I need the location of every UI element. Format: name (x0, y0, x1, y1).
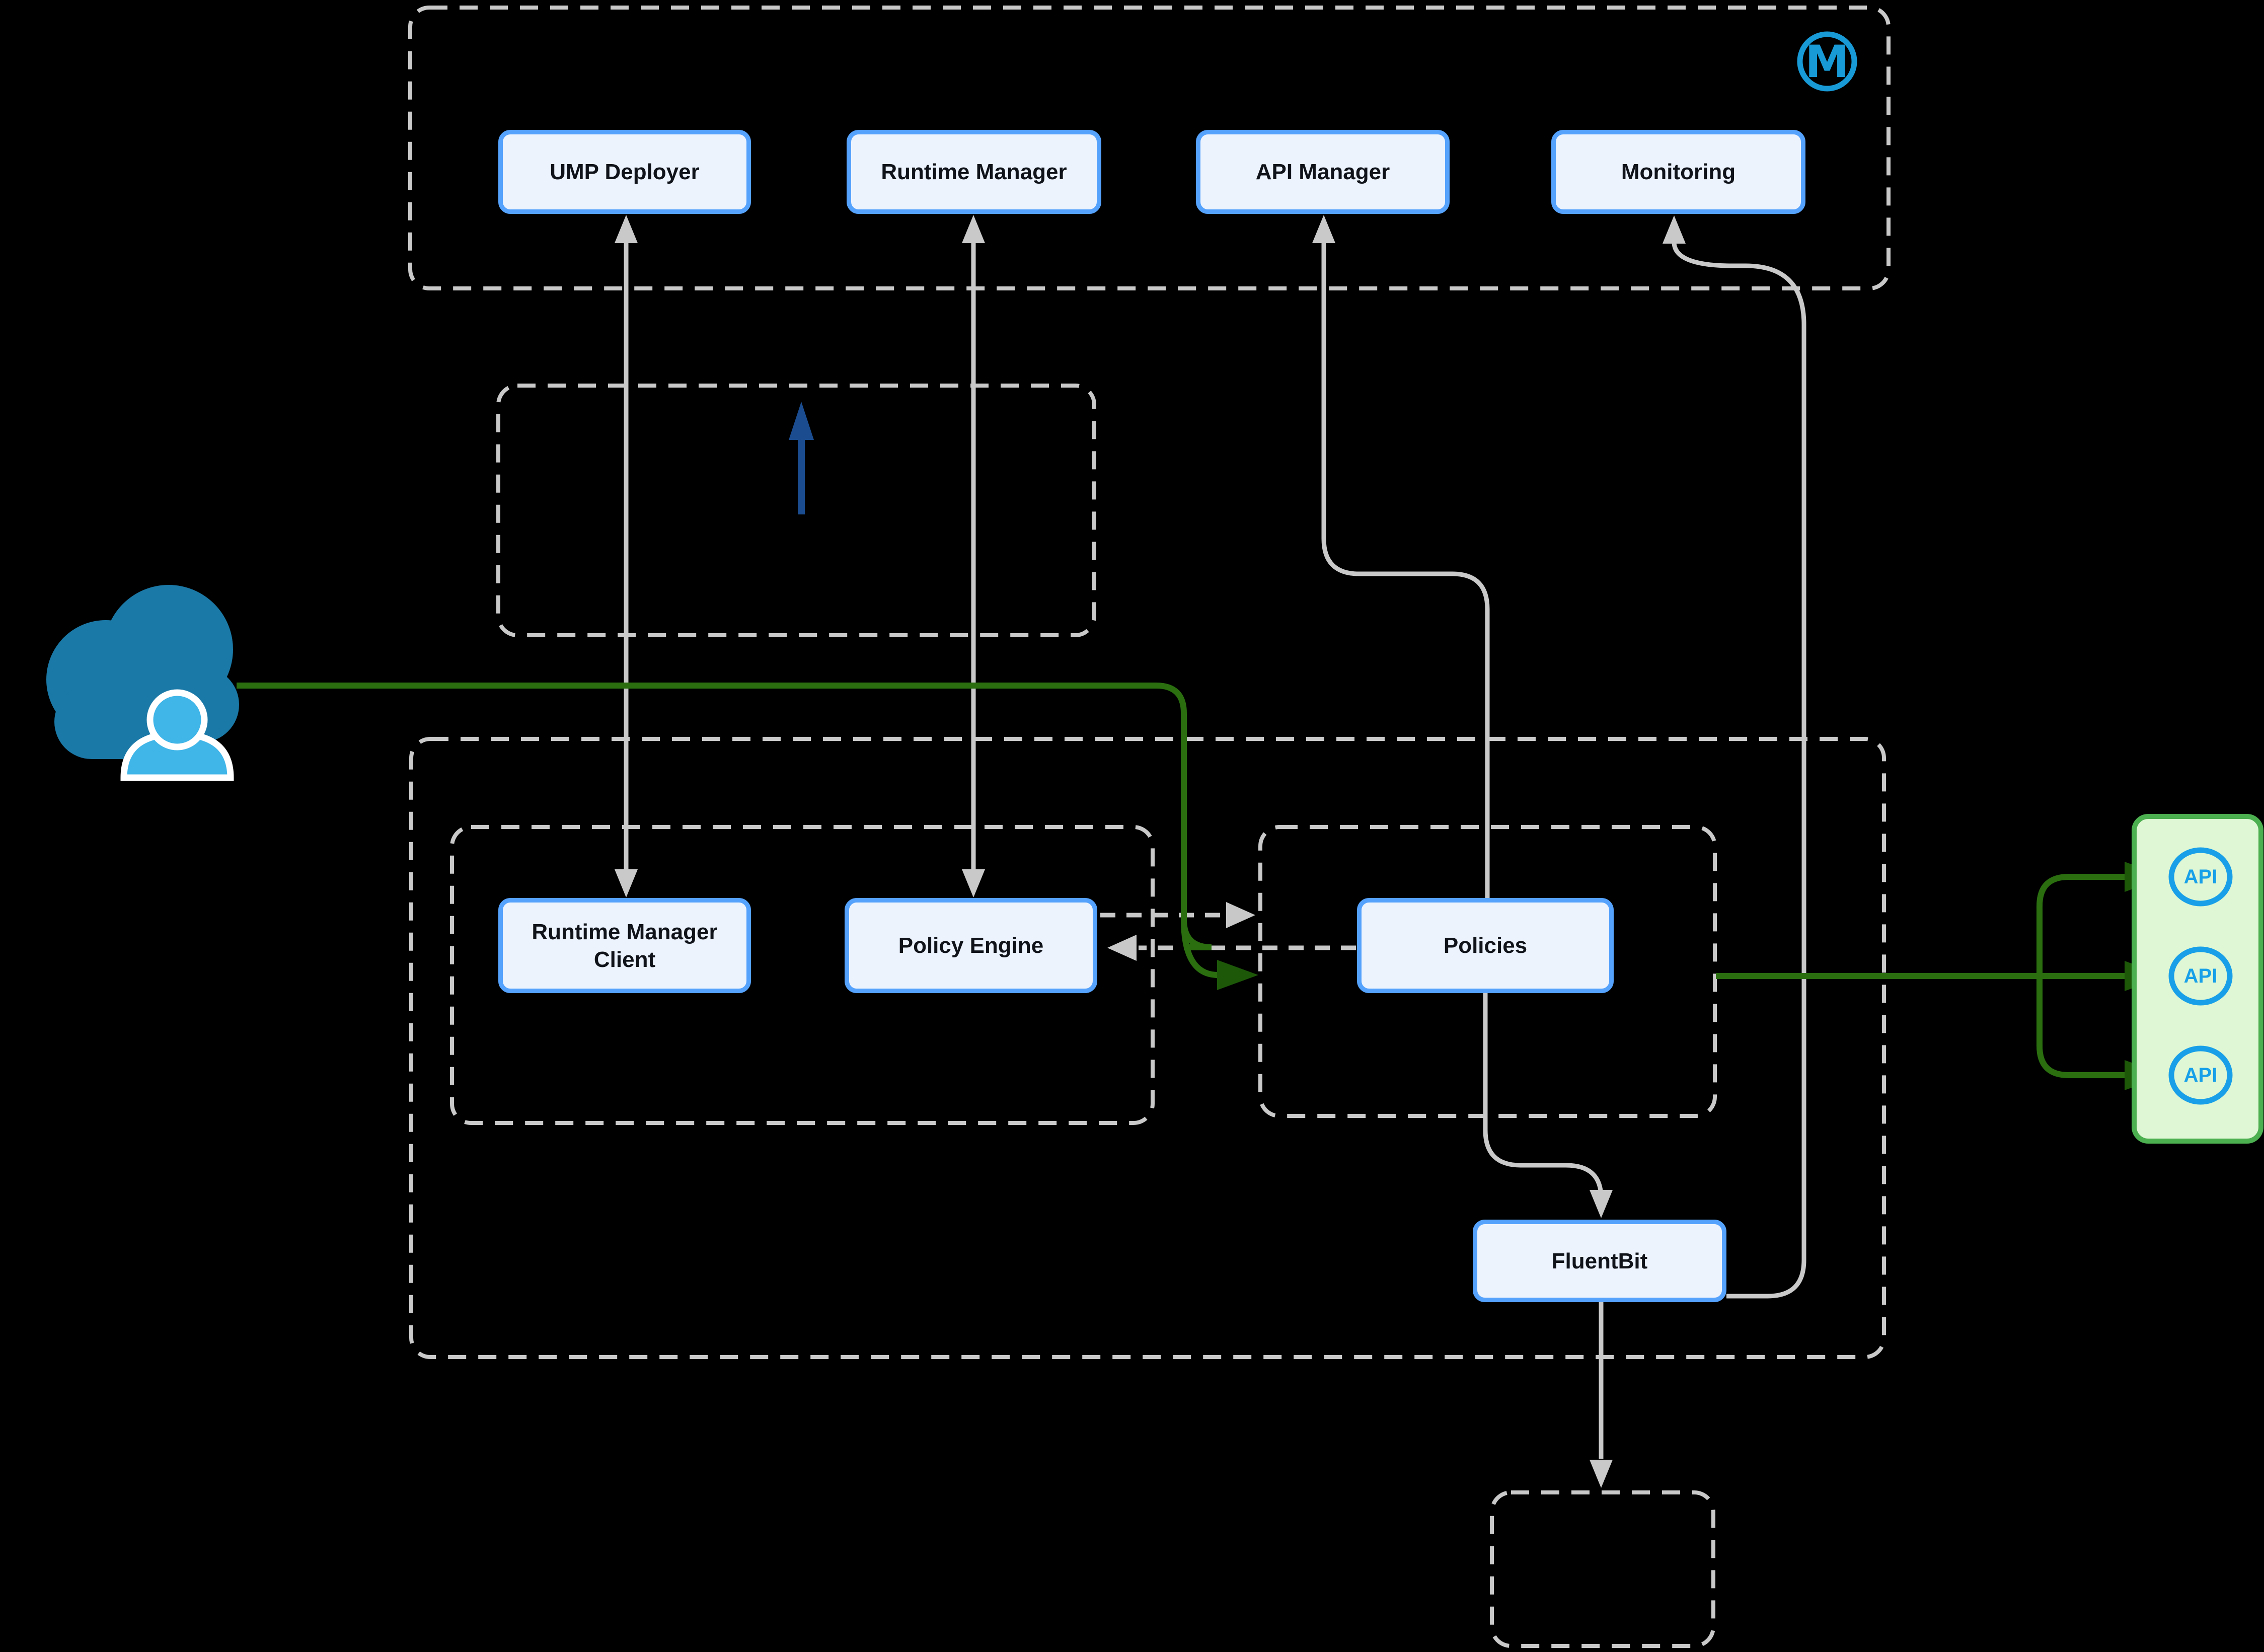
arrow-user-policies (237, 683, 1219, 978)
api-endpoint-label: API (2183, 1064, 2218, 1086)
middle-dashed-container (496, 384, 1096, 637)
api-endpoint-label: API (2183, 965, 2218, 987)
node-api-manager: API Manager (1196, 130, 1450, 214)
arrow-fluentbit-monitoring (1672, 242, 1806, 1299)
api-icon (2168, 1045, 2233, 1105)
arrow-policies-api-top (2036, 874, 2126, 976)
cloud-icon (46, 585, 239, 759)
left-inner-dashed-container (450, 825, 1155, 1125)
node-ump-deployer: UMP Deployer (498, 130, 751, 214)
node-runtime-manager-client: Runtime Manager Client (498, 898, 751, 993)
api-icon (2168, 847, 2233, 907)
person-icon (120, 689, 234, 781)
cloud-user-icon (46, 585, 239, 781)
top-dashed-container (408, 6, 1891, 290)
green-connectors (237, 683, 2126, 1078)
mulesoft-logo-icon: M (1797, 31, 1857, 92)
node-monitoring: Monitoring (1551, 130, 1805, 214)
node-fluentbit: FluentBit (1473, 1220, 1726, 1302)
gray-connectors (624, 242, 1806, 1459)
api-ellipses (2168, 847, 2233, 1105)
node-policy-engine: Policy Engine (845, 898, 1097, 993)
arrow-policies-apimanager (1321, 242, 1490, 898)
api-endpoint-label: API (2183, 866, 2218, 888)
api-icon (2168, 946, 2233, 1006)
arrow-policies-fluentbit (1483, 993, 1604, 1198)
arrow-policies-api-bottom (2036, 976, 2126, 1078)
bottom-dashed-container (1490, 1490, 1715, 1648)
dashed-policy-arrows (1100, 902, 1356, 961)
main-dashed-container (409, 737, 1886, 1359)
blue-up-arrow (789, 402, 814, 514)
mulesoft-logo-letter: M (1805, 36, 1849, 88)
node-policies: Policies (1357, 898, 1614, 993)
node-runtime-manager: Runtime Manager (847, 130, 1101, 214)
gray-arrowheads (615, 215, 1686, 1488)
